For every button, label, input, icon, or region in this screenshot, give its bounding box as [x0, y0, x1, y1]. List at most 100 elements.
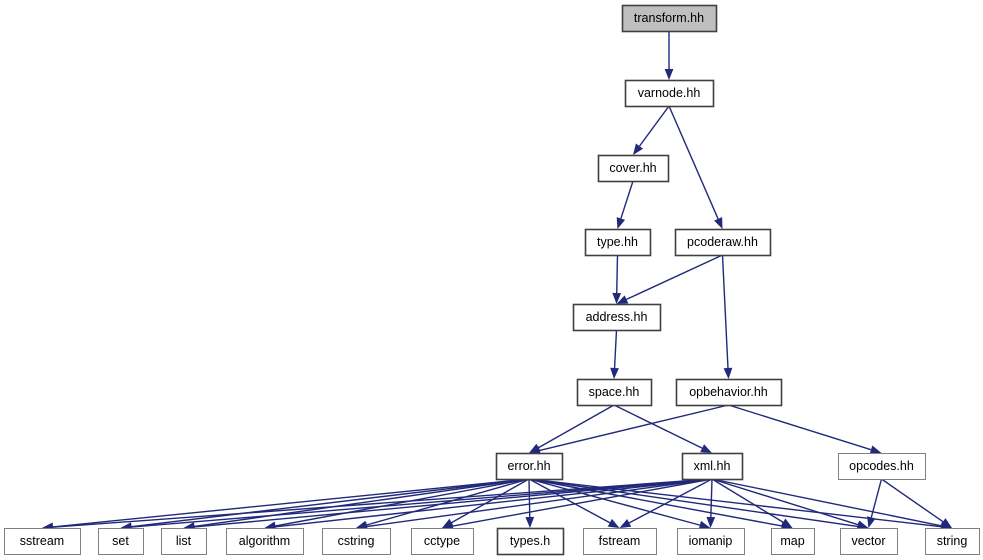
node-fstream[interactable]: fstream	[583, 528, 657, 555]
node-box-address[interactable]	[572, 303, 662, 332]
node-box-type[interactable]	[584, 228, 652, 257]
node-map[interactable]: map	[771, 528, 815, 555]
node-space[interactable]: space.hh	[576, 378, 653, 407]
edge-xml-to-cstring	[366, 478, 713, 528]
arrowhead-opcodes-to-vector	[867, 516, 876, 528]
node-box-list[interactable]	[161, 528, 207, 555]
node-box-space[interactable]	[576, 378, 653, 407]
arrowhead-type-to-address	[612, 292, 622, 304]
edge-error-to-cctype	[451, 478, 530, 524]
arrowhead-transform-to-varnode	[664, 69, 674, 80]
node-layer: transform.hh varnode.hh cover.hh pcoderaw.h…	[4, 4, 980, 556]
node-box-varnode[interactable]	[624, 79, 715, 108]
node-box-cstring[interactable]	[322, 528, 391, 555]
edge-xml-to-fstream	[628, 478, 713, 524]
node-sstream[interactable]: sstream	[4, 528, 81, 555]
node-transform[interactable]: transform.hh	[621, 4, 718, 33]
node-box-set[interactable]	[98, 528, 144, 555]
node-box-transform[interactable]	[621, 4, 718, 33]
arrowhead-address-to-space	[610, 367, 619, 379]
node-iomanip[interactable]: iomanip	[677, 528, 745, 555]
node-cctype[interactable]: cctype	[411, 528, 474, 555]
arrowhead-varnode-to-cover	[633, 143, 644, 155]
edge-error-to-list	[194, 478, 530, 528]
node-box-string[interactable]	[925, 528, 980, 555]
edge-error-to-typesh	[528, 478, 531, 518]
arrowhead-opbehavior-to-error	[529, 446, 541, 455]
arrowhead-pcoderaw-to-opbehavior	[723, 367, 733, 379]
node-set[interactable]: set	[98, 528, 144, 555]
edge-error-to-cstring	[366, 478, 530, 526]
edge-address-to-space	[613, 329, 618, 369]
arrowhead-xml-to-fstream	[619, 518, 632, 528]
node-typesh[interactable]: types.h	[496, 527, 565, 556]
edge-error-to-iomanip	[528, 478, 701, 526]
edge-cover-to-type	[620, 180, 634, 219]
edge-varnode-to-pcoderaw	[668, 105, 719, 220]
node-cstring[interactable]: cstring	[322, 528, 391, 555]
node-box-error[interactable]	[495, 452, 564, 481]
node-box-sstream[interactable]	[4, 528, 81, 555]
edge-type-to-address	[616, 254, 619, 294]
arrowhead-opcodes-to-string	[940, 518, 952, 528]
edge-space-to-error	[538, 404, 615, 449]
edge-error-to-vector	[528, 478, 858, 528]
edge-xml-to-map	[711, 478, 784, 523]
node-box-iomanip[interactable]	[677, 528, 745, 555]
edge-error-to-algorithm	[275, 478, 530, 527]
node-varnode[interactable]: varnode.hh	[624, 79, 715, 108]
node-type[interactable]: type.hh	[584, 228, 652, 257]
edge-error-to-set	[131, 478, 530, 528]
edge-opcodes-to-string	[881, 478, 944, 523]
edge-error-to-sstream	[52, 478, 530, 528]
node-box-map[interactable]	[771, 528, 815, 555]
node-xml[interactable]: xml.hh	[681, 452, 744, 481]
node-box-pcoderaw[interactable]	[674, 228, 772, 257]
node-box-cover[interactable]	[597, 154, 670, 183]
node-box-vector[interactable]	[840, 528, 898, 555]
node-box-opbehavior[interactable]	[675, 378, 783, 407]
node-opbehavior[interactable]: opbehavior.hh	[675, 378, 783, 407]
edge-layer	[42, 31, 952, 532]
edge-opbehavior-to-error	[539, 404, 729, 452]
edge-xml-to-iomanip	[710, 478, 713, 518]
node-vector[interactable]: vector	[840, 528, 898, 555]
edge-error-to-fstream	[528, 478, 611, 524]
node-address[interactable]: address.hh	[572, 303, 662, 332]
node-box-algorithm[interactable]	[226, 528, 304, 555]
node-list[interactable]: list	[161, 528, 207, 555]
edge-xml-to-algorithm	[275, 478, 713, 528]
arrowhead-error-to-iomanip	[698, 520, 711, 530]
arrowhead-xml-to-iomanip	[706, 516, 716, 528]
arrowhead-pcoderaw-to-address	[616, 295, 629, 304]
node-opcodes[interactable]: opcodes.hh	[838, 453, 926, 480]
node-string[interactable]: string	[925, 528, 980, 555]
edge-error-to-map	[528, 478, 782, 527]
edge-space-to-xml	[613, 404, 703, 449]
edge-xml-to-set	[131, 478, 713, 528]
edge-pcoderaw-to-opbehavior	[721, 254, 729, 369]
node-box-typesh[interactable]	[496, 527, 565, 556]
arrowhead-cover-to-type	[616, 217, 626, 229]
arrowhead-xml-to-map	[780, 518, 793, 528]
arrowhead-opbehavior-to-opcodes	[869, 445, 882, 454]
arrowhead-error-to-typesh	[525, 516, 535, 528]
edge-xml-to-string	[711, 478, 942, 527]
edge-opbehavior-to-opcodes	[728, 404, 872, 451]
arrowhead-xml-to-vector	[856, 520, 869, 529]
edge-xml-to-vector	[711, 478, 859, 526]
edge-xml-to-list	[194, 478, 713, 528]
arrowhead-error-to-fstream	[607, 518, 620, 528]
node-box-fstream[interactable]	[583, 528, 657, 555]
node-cover[interactable]: cover.hh	[597, 154, 670, 183]
edge-xml-to-cctype	[452, 478, 713, 527]
node-error[interactable]: error.hh	[495, 452, 564, 481]
edge-pcoderaw-to-address	[626, 254, 723, 301]
node-algorithm[interactable]: algorithm	[226, 528, 304, 555]
node-pcoderaw[interactable]: pcoderaw.hh	[674, 228, 772, 257]
node-box-xml[interactable]	[681, 452, 744, 481]
node-box-opcodes[interactable]	[838, 453, 926, 480]
edge-opcodes-to-vector	[870, 478, 883, 518]
node-box-cctype[interactable]	[411, 528, 474, 555]
arrowhead-space-to-xml	[700, 444, 712, 453]
